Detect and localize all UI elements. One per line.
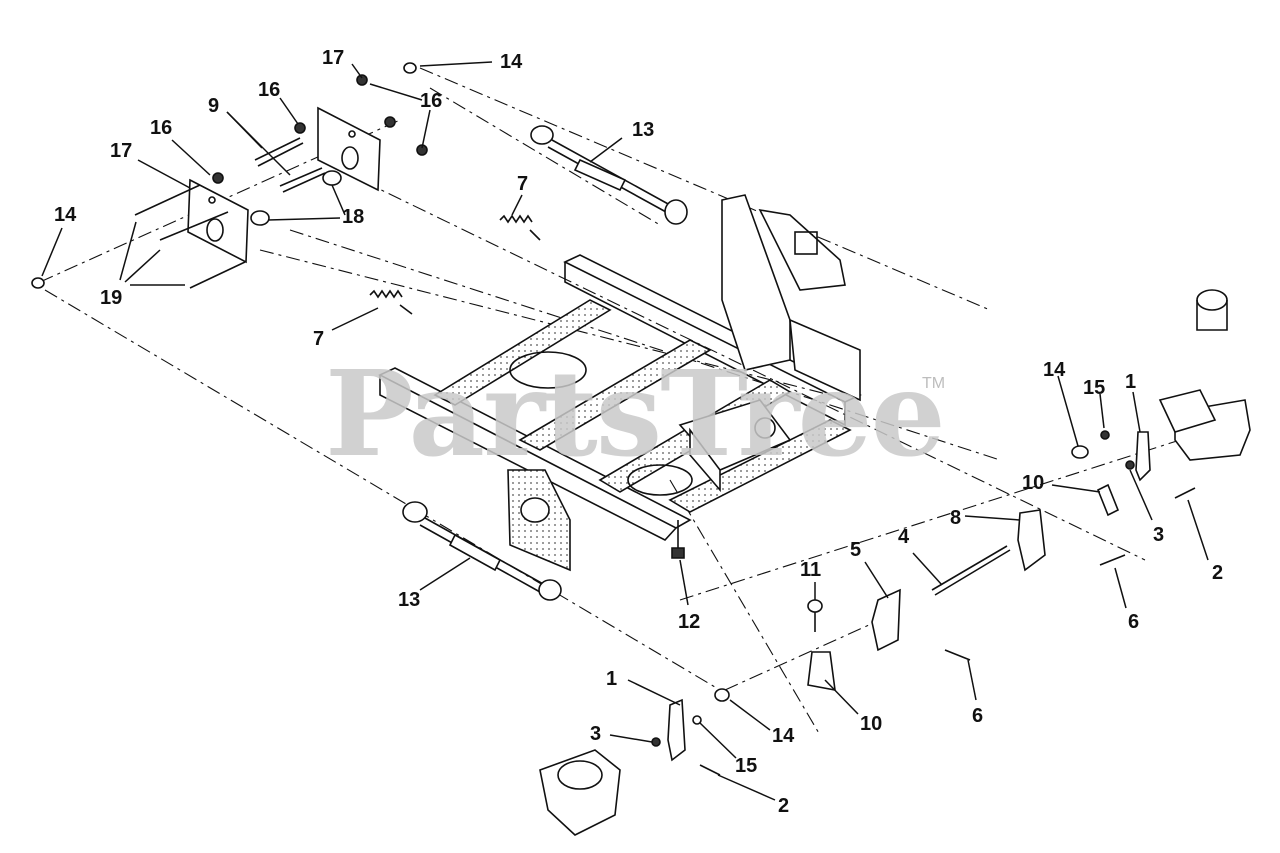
callout-14: 14 (1043, 359, 1066, 381)
callout-7: 7 (517, 173, 529, 195)
callout-18: 18 (342, 206, 365, 228)
callout-11: 11 (800, 559, 822, 581)
callout-4: 4 (898, 526, 910, 548)
rear-bracket-assembly (31, 62, 428, 289)
brand-watermark: PartsTree (325, 344, 946, 483)
callout-16: 16 (150, 117, 173, 139)
callout-13: 13 (398, 589, 421, 611)
callout-19: 19 (100, 287, 123, 309)
callout-5: 5 (850, 539, 862, 561)
leader-lines (41, 61, 1209, 801)
callout-14: 14 (500, 51, 523, 73)
callout-14: 14 (772, 725, 795, 747)
tie-rods (402, 125, 688, 601)
callout-3: 3 (1153, 524, 1165, 546)
callout-15: 15 (735, 755, 758, 777)
callout-8: 8 (950, 507, 962, 529)
callout-17: 17 (322, 47, 345, 69)
springs (369, 214, 541, 315)
callout-17: 17 (110, 140, 133, 162)
callout-12: 12 (678, 611, 701, 633)
left-linkage (539, 688, 730, 836)
callout-9: 9 (208, 95, 220, 117)
callout-10: 10 (1022, 472, 1045, 494)
callout-6: 6 (1128, 611, 1140, 633)
callout-15: 15 (1083, 377, 1106, 399)
callout-2: 2 (1212, 562, 1224, 584)
callout-16: 16 (420, 90, 443, 112)
callout-2: 2 (778, 795, 790, 817)
callout-14: 14 (54, 204, 77, 226)
callout-16: 16 (258, 79, 281, 101)
callout-10: 10 (860, 713, 883, 735)
right-linkage (807, 289, 1251, 691)
callout-3: 3 (590, 723, 602, 745)
callout-7: 7 (313, 328, 325, 350)
callout-1: 1 (606, 668, 618, 690)
callout-13: 13 (632, 119, 655, 141)
callout-6: 6 (972, 705, 984, 727)
callout-1: 1 (1125, 371, 1137, 393)
mower-frame (378, 194, 862, 572)
trademark-mark: TM (922, 375, 946, 392)
